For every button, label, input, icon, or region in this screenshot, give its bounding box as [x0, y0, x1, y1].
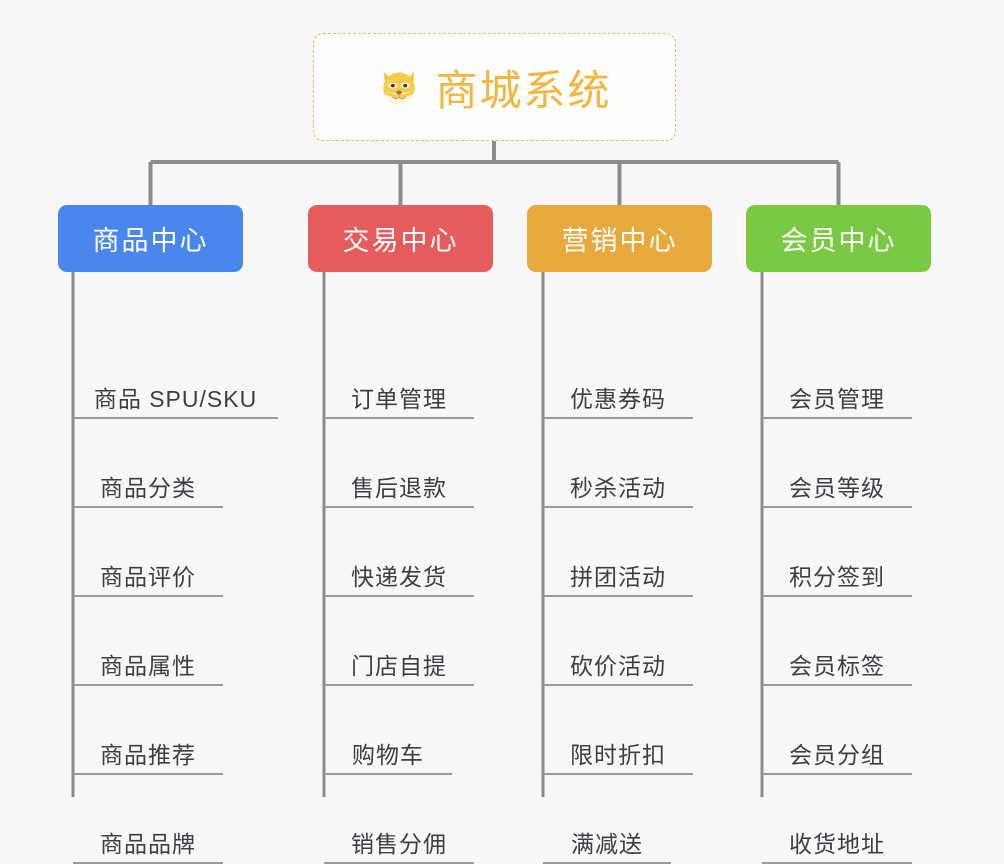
leaf-item-label: 会员管理: [789, 386, 885, 412]
leaf-item[interactable]: 会员管理: [762, 379, 912, 419]
leaf-item[interactable]: 秒杀活动: [543, 468, 693, 508]
leaf-item[interactable]: 限时折扣: [543, 735, 693, 775]
leaf-item[interactable]: 商品推荐: [73, 735, 223, 775]
branch-header-trade-center[interactable]: 交易中心: [308, 205, 493, 272]
leaf-item-label: 商品品牌: [100, 831, 196, 857]
leaf-item-label: 售后退款: [351, 475, 447, 501]
leaf-item[interactable]: 满减送: [543, 824, 671, 864]
leaf-item[interactable]: 订单管理: [324, 379, 474, 419]
branch-header-label: 会员中心: [780, 226, 897, 256]
branch-header-label: 商品中心: [92, 226, 209, 256]
leaf-item-label: 门店自提: [351, 653, 447, 679]
root-title: 商城系统: [435, 66, 612, 114]
branch-header-product-center[interactable]: 商品中心: [58, 205, 243, 272]
leaf-item[interactable]: 优惠券码: [543, 379, 693, 419]
leaf-item[interactable]: 商品评价: [73, 557, 223, 597]
leaf-item-label: 秒杀活动: [570, 475, 666, 501]
leaf-item[interactable]: 快递发货: [324, 557, 474, 597]
branch-product-center: 商品中心商品 SPU/SKU 商品分类商品评价商品属性商品推荐商品品牌: [58, 205, 278, 864]
leaf-item[interactable]: 会员分组: [762, 735, 912, 775]
leaf-item[interactable]: 商品属性: [73, 646, 223, 686]
leaf-item[interactable]: 收货地址: [762, 824, 912, 864]
leaf-item-label: 销售分佣: [351, 831, 447, 857]
leaf-item-label: 满减送: [571, 831, 643, 857]
leaf-item[interactable]: 会员标签: [762, 646, 912, 686]
leaf-item-label: 订单管理: [351, 386, 447, 412]
leaf-item[interactable]: 售后退款: [324, 468, 474, 508]
leaf-item-label: 砍价活动: [570, 653, 666, 679]
leaf-item-label: 优惠券码: [570, 386, 666, 412]
leaf-item-label: 商品评价: [100, 564, 196, 590]
leaf-item-label: 收货地址: [789, 831, 885, 857]
leaf-item-label: 商品分类: [100, 475, 196, 501]
leaf-item-label: 限时折扣: [570, 742, 666, 768]
branch-trade-center: 交易中心订单管理售后退款快递发货门店自提购物车销售分佣: [308, 205, 493, 864]
leaf-item-label: 会员等级: [789, 475, 885, 501]
leaf-item-label: 商品推荐: [100, 742, 196, 768]
branch-header-member-center[interactable]: 会员中心: [746, 205, 931, 272]
branch-marketing-center: 营销中心优惠券码秒杀活动拼团活动砍价活动限时折扣满减送: [527, 205, 712, 864]
leaf-item-label: 商品属性: [100, 653, 196, 679]
shiba-dog-face-icon: [377, 65, 421, 109]
leaf-item[interactable]: 积分签到: [762, 557, 912, 597]
leaf-item-label: 购物车: [352, 742, 424, 768]
leaf-item[interactable]: 商品 SPU/SKU: [73, 379, 278, 419]
leaf-item[interactable]: 商品分类: [73, 468, 223, 508]
leaf-item[interactable]: 会员等级: [762, 468, 912, 508]
root-node[interactable]: 商城系统: [313, 33, 676, 141]
leaf-item-label: 会员标签: [789, 653, 885, 679]
leaf-item-label: 拼团活动: [570, 564, 666, 590]
leaf-item[interactable]: 商品品牌: [73, 824, 223, 864]
branch-member-center: 会员中心会员管理会员等级积分签到会员标签会员分组收货地址: [746, 205, 931, 864]
branch-header-marketing-center[interactable]: 营销中心: [527, 205, 712, 272]
leaf-item[interactable]: 拼团活动: [543, 557, 693, 597]
leaf-item-label: 商品 SPU/SKU: [93, 386, 258, 412]
mindmap-canvas: 商城系统 商品中心商品 SPU/SKU 商品分类商品评价商品属性商品推荐商品品牌 交…: [58, 33, 931, 864]
leaf-item[interactable]: 门店自提: [324, 646, 474, 686]
leaf-item-label: 会员分组: [789, 742, 885, 768]
leaf-item[interactable]: 砍价活动: [543, 646, 693, 686]
branch-header-label: 营销中心: [561, 226, 678, 256]
leaf-item-label: 快递发货: [351, 564, 447, 590]
branch-header-label: 交易中心: [342, 226, 459, 256]
leaf-item[interactable]: 购物车: [324, 735, 452, 775]
leaf-item[interactable]: 销售分佣: [324, 824, 474, 864]
leaf-item-label: 积分签到: [789, 564, 885, 590]
